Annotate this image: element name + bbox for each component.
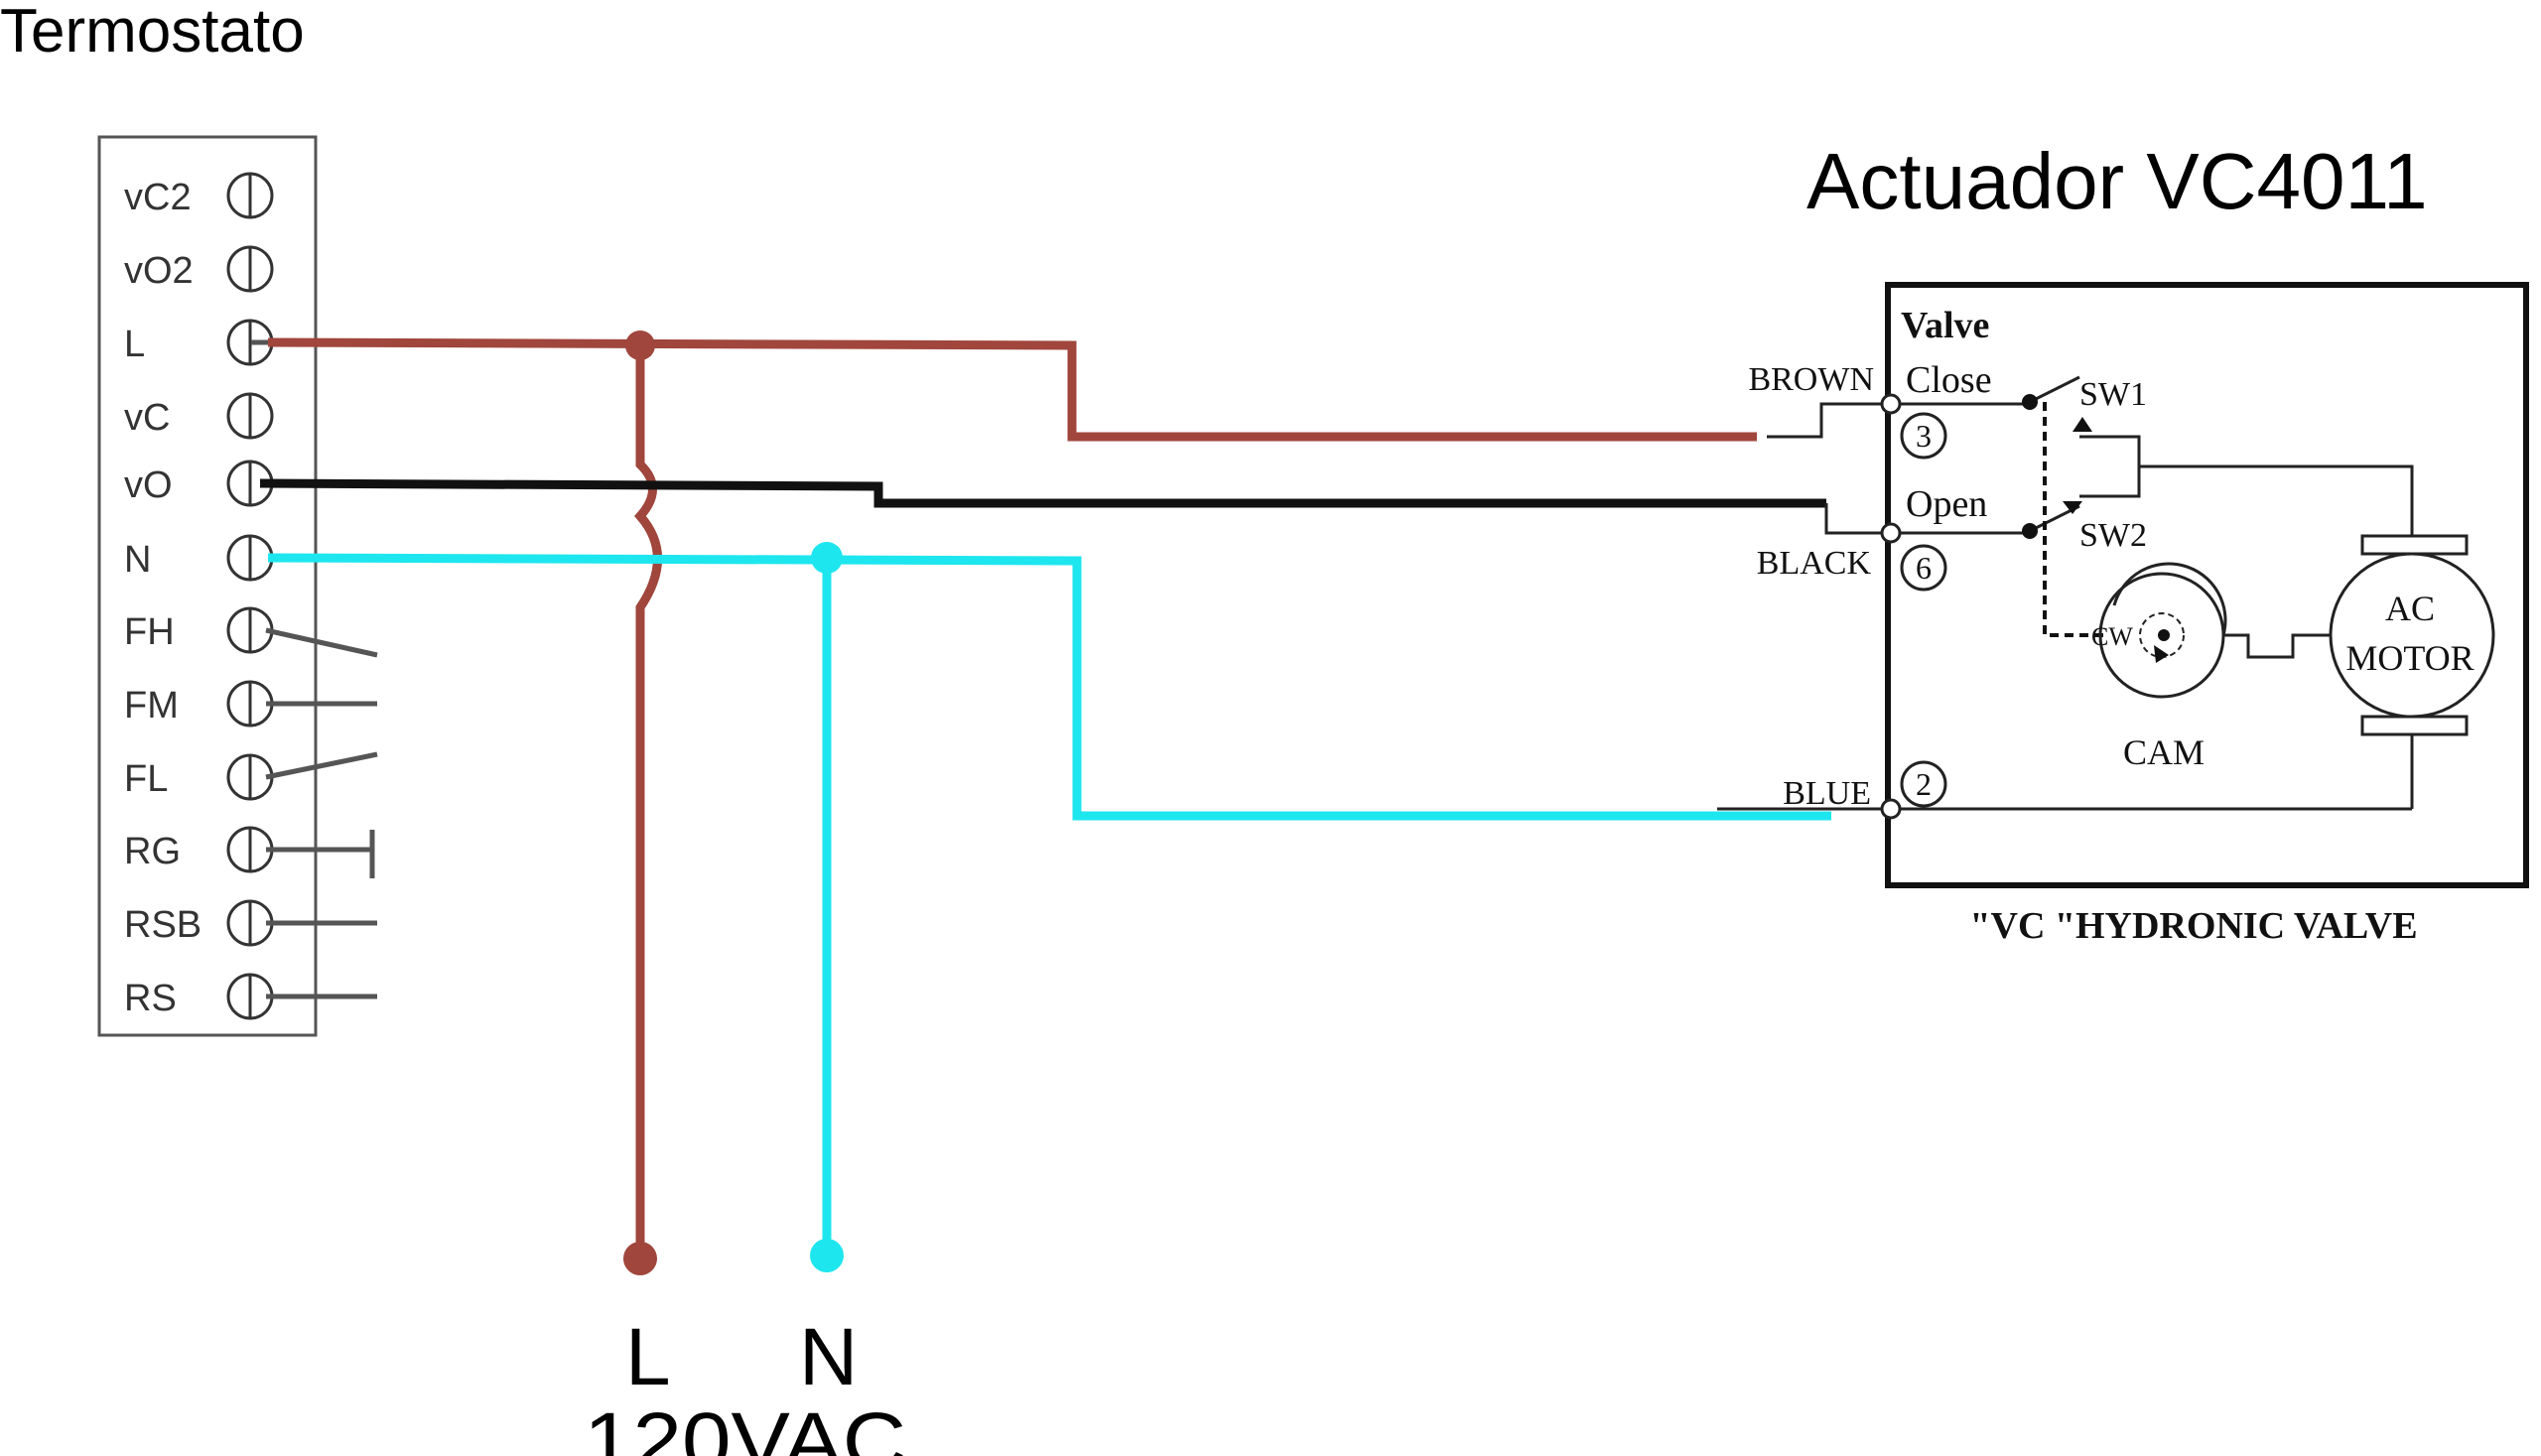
close-label: Close — [1906, 359, 1992, 401]
motor-label-line2: MOTOR — [2345, 638, 2474, 678]
term-badge-common — [1900, 760, 1947, 808]
motor-armature — [2329, 552, 2495, 719]
cw-arrow-icon — [2154, 645, 2169, 663]
cw-label: CW — [2091, 622, 2133, 651]
thermostat-terminal-block — [97, 135, 318, 1037]
neutral-supply-terminal — [810, 1239, 844, 1272]
motor-top-brush — [2360, 534, 2469, 556]
neutral-wire-to-common — [267, 553, 1831, 821]
sw2-label: SW2 — [2079, 517, 2147, 554]
neutral-wire — [267, 553, 1831, 1256]
motor-bottom-brush — [2360, 715, 2469, 736]
sw2-pivot-dot — [2022, 523, 2038, 539]
terminal-label: FL — [124, 758, 168, 800]
motor-label-line1: AC — [2385, 589, 2435, 628]
sw2-arrow-icon — [2063, 501, 2082, 514]
supply-line-label: L — [625, 1312, 671, 1402]
black-wire-label: BLACK — [1757, 545, 1872, 582]
actuator-title: Actuador VC4011 — [1806, 137, 2428, 225]
terminal-label: FH — [124, 611, 175, 653]
terminal-label: N — [124, 539, 151, 581]
cam-linkage — [2043, 402, 2109, 637]
neutral-junction-dot — [811, 542, 843, 574]
line-wire-to-close — [267, 337, 1757, 442]
supply-neutral-label: N — [799, 1312, 858, 1402]
line-wire-to-supply — [633, 345, 662, 1256]
term-common-number: 2 — [1916, 766, 1932, 802]
common-terminal — [1880, 798, 1902, 820]
sw1-label: SW1 — [2079, 376, 2147, 413]
terminal-label: L — [124, 324, 145, 365]
supply-voltage-label: 120VAC — [584, 1396, 906, 1456]
line-junction-dot — [625, 331, 655, 360]
sw1-contact — [2029, 375, 2080, 404]
term-open-number: 6 — [1916, 550, 1932, 586]
cam-axis-dot — [2158, 629, 2170, 641]
term-close-number: 3 — [1916, 418, 1932, 454]
cam-label: CAM — [2123, 732, 2205, 772]
terminal-label: RG — [124, 831, 181, 872]
actuator-housing — [1885, 282, 2529, 888]
actuator-internal-wiring — [1717, 375, 2414, 811]
open-label: Open — [1906, 483, 1987, 525]
term-badge-open — [1900, 544, 1947, 592]
terminal-stub — [265, 627, 378, 658]
cam-assembly — [2098, 562, 2227, 699]
terminal-label: vC2 — [124, 177, 192, 218]
open-terminal — [1880, 522, 1902, 544]
sw1-arrow-icon — [2073, 417, 2092, 432]
black-lead — [1824, 503, 1891, 535]
terminal-label: vC — [124, 397, 170, 439]
line-supply-terminal — [623, 1242, 657, 1275]
valve-label: Valve — [1901, 305, 1989, 346]
close-terminal — [1880, 393, 1902, 415]
cam-lobe — [2112, 562, 2227, 636]
ac-motor — [2329, 534, 2495, 736]
blue-wire-label: BLUE — [1783, 775, 1871, 812]
cam-shaft — [2223, 633, 2338, 659]
terminal-label: vO — [124, 464, 173, 506]
thermostat-title: Termostato — [0, 0, 305, 66]
line-wire — [267, 337, 1757, 1256]
signal-wire-vo-to-open — [259, 478, 1826, 508]
motor-feed — [2139, 464, 2414, 536]
sw1-pivot-dot — [2022, 394, 2038, 410]
brown-lead — [1767, 402, 1891, 439]
terminal-label: RSB — [124, 904, 201, 946]
terminal-label: RS — [124, 978, 177, 1019]
switch-common — [2079, 435, 2141, 498]
terminal-label: vO2 — [124, 250, 194, 292]
brown-wire-label: BROWN — [1748, 361, 1874, 398]
actuator-caption: "VC "HYDRONIC VALVE — [1969, 905, 2417, 947]
terminal-stub — [265, 751, 378, 780]
terminal-label: FM — [124, 685, 179, 727]
term-badge-close — [1900, 412, 1947, 460]
